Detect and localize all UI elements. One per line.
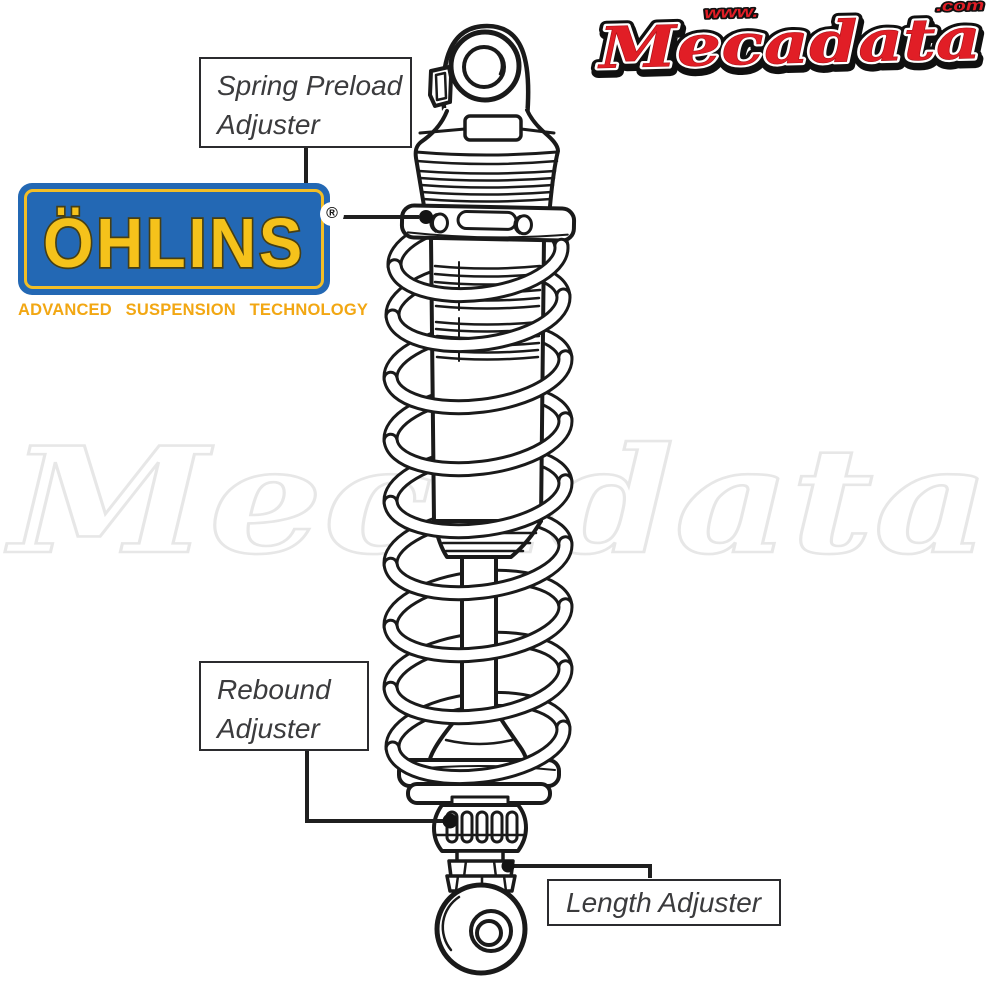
damper-body xyxy=(397,23,577,976)
ohlins-logo-inner-border xyxy=(24,189,324,289)
label-line: Rebound xyxy=(217,674,331,705)
callout-line-length xyxy=(508,864,652,878)
coil-spring-front xyxy=(382,237,574,786)
wheel-slots xyxy=(445,810,519,844)
callout-line-rebound xyxy=(305,750,443,823)
ohlins-logo-plate: ÖHLINS ® xyxy=(18,183,344,295)
label-line: Spring Preload xyxy=(217,70,403,101)
mecadata-logo-text: Mecadata xyxy=(596,5,982,82)
mecadata-www-text: www. xyxy=(704,4,758,22)
piston-rod xyxy=(460,555,498,718)
ohlins-tagline: ADVANCED SUSPENSION TECHNOLOGY xyxy=(18,301,369,319)
label-rebound-adjuster: Rebound Adjuster xyxy=(199,661,369,751)
ohlins-wordmark: ÖHLINS xyxy=(41,202,305,284)
label-spring-preload-adjuster: Spring Preload Adjuster xyxy=(199,57,412,148)
bottom-eyelet-ring xyxy=(469,909,513,953)
ohlins-logo: ÖHLINS ® ADVANCED SUSPENSION TECHNOLOGY xyxy=(18,183,369,320)
mecadata-logo-shadow: Mecadata xyxy=(597,9,983,85)
top-eyelet xyxy=(441,23,531,121)
callout-dot-length xyxy=(501,859,515,873)
preload-collar xyxy=(399,203,577,243)
top-eyelet-bore xyxy=(462,45,506,89)
label-line: Adjuster xyxy=(217,109,320,140)
label-line: Adjuster xyxy=(217,713,320,744)
callout-dot-spring-preload xyxy=(419,210,433,224)
mecadata-com-text: .com xyxy=(936,0,984,15)
bottom-eyelet-bore xyxy=(475,919,503,947)
mecadata-logo-outline: Mecadata xyxy=(596,5,982,82)
adjuster-window xyxy=(463,114,523,142)
ohlins-wordmark-text: ÖHLINS xyxy=(43,204,305,282)
top-eyelet-ring xyxy=(448,29,522,103)
callout-dot-rebound xyxy=(442,813,458,829)
mecadata-logo-inner-outline: Mecadata xyxy=(596,5,982,82)
mecadata-logo: Mecadata Mecadata Mecadata Mecadata www.… xyxy=(590,0,989,85)
registered-trademark-badge: ® xyxy=(320,202,344,226)
label-length-adjuster: Length Adjuster xyxy=(547,879,781,926)
label-line: Length Adjuster xyxy=(566,887,762,918)
